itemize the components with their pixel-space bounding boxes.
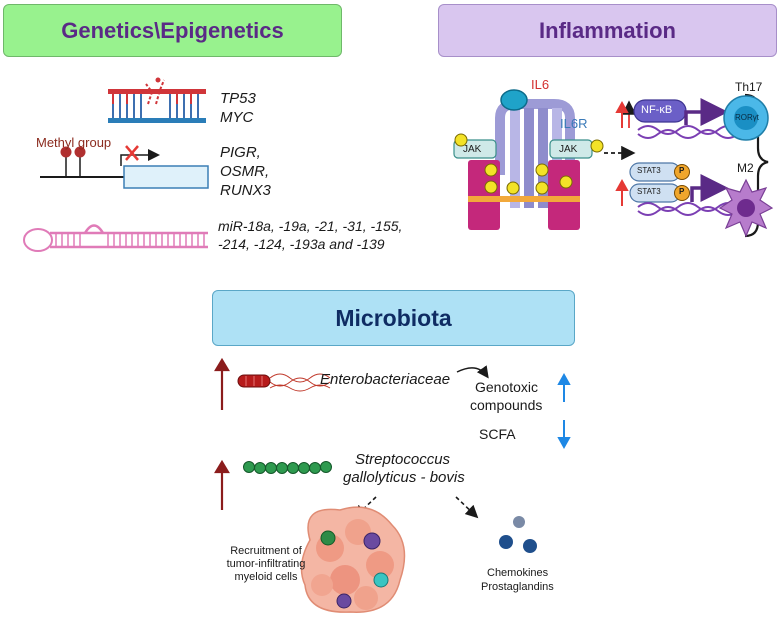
microbiota-title: Microbiota	[335, 304, 452, 331]
chemokines-icon	[499, 516, 537, 553]
blocked-x-icon	[125, 145, 139, 161]
mirna-line-1: miR-18a, -19a, -21, -31, -155,	[218, 218, 403, 234]
dna-mutation-icon	[108, 77, 206, 123]
th17-label: Th17	[735, 80, 763, 94]
gene-tp53: TP53	[220, 90, 256, 107]
prostaglandins-label: Prostaglandins	[481, 581, 554, 593]
mirna-line-2: -214, -124, -193a and -139	[218, 236, 385, 252]
th17-cell-icon	[723, 95, 769, 141]
stat3-pathway	[629, 162, 739, 216]
recruitment-line-3: myeloid cells	[234, 571, 298, 583]
il6r-label: IL6R	[560, 116, 588, 131]
genotoxic-line-2: compounds	[470, 397, 543, 413]
methylated-promoter-icon	[40, 145, 209, 189]
genotoxic-line-1: Genotoxic	[475, 379, 539, 395]
genetics-title: Genetics\Epigenetics	[61, 17, 284, 43]
il6-receptor-complex	[453, 89, 604, 230]
strep-line-2: gallolyticus - bovis	[343, 469, 465, 486]
il6-ligand	[500, 89, 528, 111]
mirna-hairpin-icon	[23, 224, 208, 252]
microbiota-box: Microbiota	[212, 290, 575, 346]
blue-arrows	[557, 372, 571, 450]
strep-line-1: Streptococcus	[355, 451, 451, 468]
methyl-group-label: Methyl group	[36, 135, 112, 150]
jak-right-label: JAK	[559, 144, 578, 155]
up-arrows-microbiota	[214, 357, 230, 510]
gene-myc: MYC	[220, 109, 254, 126]
recruitment-line-2: tumor-infiltrating	[226, 558, 306, 570]
streptococcus-chain-icon	[243, 461, 332, 474]
stat3-top-label: STAT3	[637, 166, 661, 175]
genetics-epigenetics-box: Genetics\Epigenetics	[3, 4, 342, 57]
stat3-phospho-bottom: P	[679, 187, 685, 196]
m2-label: M2	[737, 161, 754, 175]
enterobacteriaceae-label: Enterobacteriaceae	[320, 371, 451, 388]
scfa-label: SCFA	[479, 426, 516, 442]
inflammation-title: Inflammation	[539, 17, 676, 43]
gene-osmr: OSMR,	[220, 163, 270, 180]
jak-left-label: JAK	[463, 144, 482, 155]
enterobacteriaceae-icon	[237, 373, 331, 392]
m2-macrophage-icon	[718, 178, 774, 238]
il6-label: IL6	[531, 77, 550, 92]
roryt-label: RORγt	[735, 113, 759, 122]
gene-runx3: RUNX3	[220, 182, 271, 199]
inflammation-box: Inflammation	[438, 4, 777, 57]
chemokines-label: Chemokines	[487, 567, 549, 579]
nfkb-pathway	[621, 98, 739, 139]
recruitment-line-1: Recruitment of	[230, 545, 302, 557]
tumor-cluster-icon	[300, 506, 406, 613]
stat3-phospho-top: P	[679, 166, 685, 175]
gene-pigr: PIGR,	[220, 144, 261, 161]
stat3-bottom-label: STAT3	[637, 187, 661, 196]
up-arrows-inflammation	[615, 100, 629, 206]
nfkb-label: NF-κB	[641, 104, 673, 116]
